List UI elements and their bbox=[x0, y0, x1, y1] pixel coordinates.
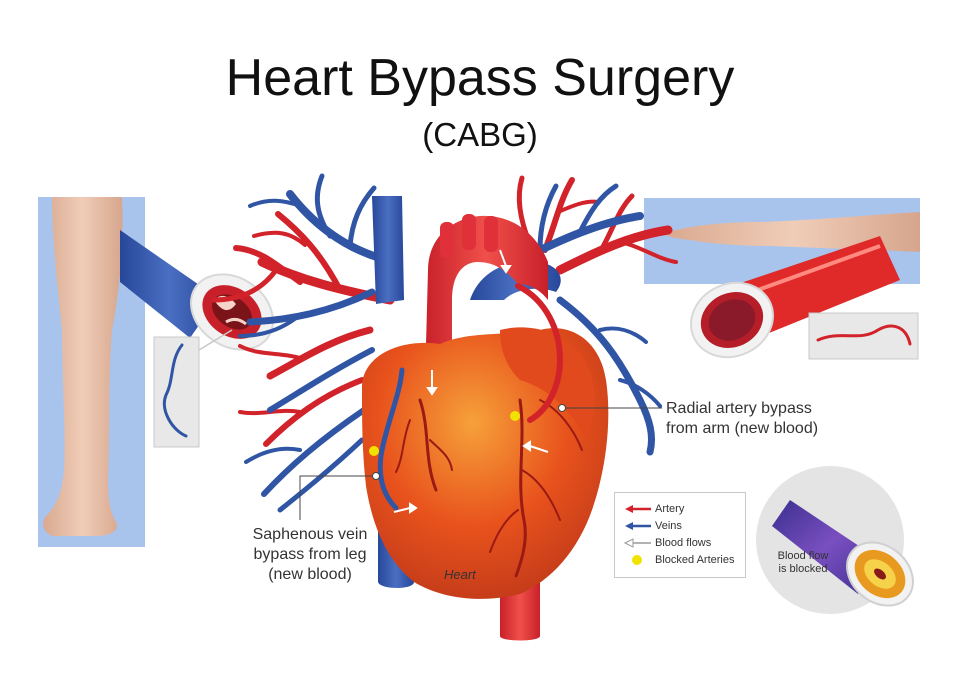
blocked-label-line-1: Blood flow bbox=[777, 550, 829, 562]
saphenous-graft bbox=[377, 367, 405, 511]
legend-label-blocked: Blocked Arteries bbox=[655, 554, 735, 566]
legend-label-artery: Artery bbox=[655, 503, 685, 515]
blood-flow-arrow-icon bbox=[623, 538, 651, 548]
legend-item-blocked: Blocked Arteries bbox=[621, 553, 734, 567]
blood-flow-arrows bbox=[393, 249, 549, 514]
radial-label-line-1: Radial artery bypass bbox=[666, 400, 812, 417]
legend-label-blood-flows: Blood flows bbox=[655, 537, 712, 549]
artery-sample-box bbox=[808, 312, 919, 360]
legend-item-blood-flows: Blood flows bbox=[621, 536, 711, 550]
saphenous-label-line-3: (new blood) bbox=[268, 566, 352, 583]
blocked-artery-markers bbox=[369, 411, 520, 456]
blocked-label-line-2: is blocked bbox=[778, 563, 828, 575]
leg-panel bbox=[38, 197, 145, 547]
artery-branches bbox=[211, 175, 678, 447]
radial-label-line-2: from arm (new blood) bbox=[666, 420, 819, 437]
saphenous-label-line-2: bypass from leg bbox=[253, 546, 367, 563]
legend: Artery Veins Blood flows Blocked Arterie… bbox=[614, 492, 746, 578]
blocked-flow-label: Blood flow is blocked bbox=[768, 550, 838, 576]
vein-sample-box bbox=[153, 329, 233, 448]
blocked-dot-icon bbox=[632, 555, 642, 565]
blocked-artery-circle bbox=[756, 466, 914, 614]
radial-graft bbox=[515, 283, 564, 423]
vein-branches bbox=[238, 173, 662, 513]
heart-label: Heart bbox=[444, 567, 476, 582]
page-title: Heart Bypass Surgery bbox=[225, 49, 735, 107]
legend-item-artery: Artery bbox=[621, 502, 684, 516]
heart-body bbox=[361, 327, 609, 599]
legend-label-veins: Veins bbox=[655, 520, 682, 532]
legend-item-veins: Veins bbox=[621, 519, 682, 533]
vein-arrow-icon bbox=[625, 522, 651, 530]
page-subtitle: (CABG) bbox=[422, 116, 538, 153]
saphenous-label-line-1: Saphenous vein bbox=[252, 526, 368, 543]
saphenous-vein-label: Saphenous vein bypass from leg (new bloo… bbox=[228, 525, 392, 585]
artery-arrow-icon bbox=[625, 505, 651, 513]
callout-lines bbox=[299, 404, 662, 520]
radial-artery-tube bbox=[690, 236, 900, 359]
radial-artery-label: Radial artery bypass from arm (new blood… bbox=[666, 399, 818, 439]
saphenous-vein-tube bbox=[120, 230, 274, 351]
